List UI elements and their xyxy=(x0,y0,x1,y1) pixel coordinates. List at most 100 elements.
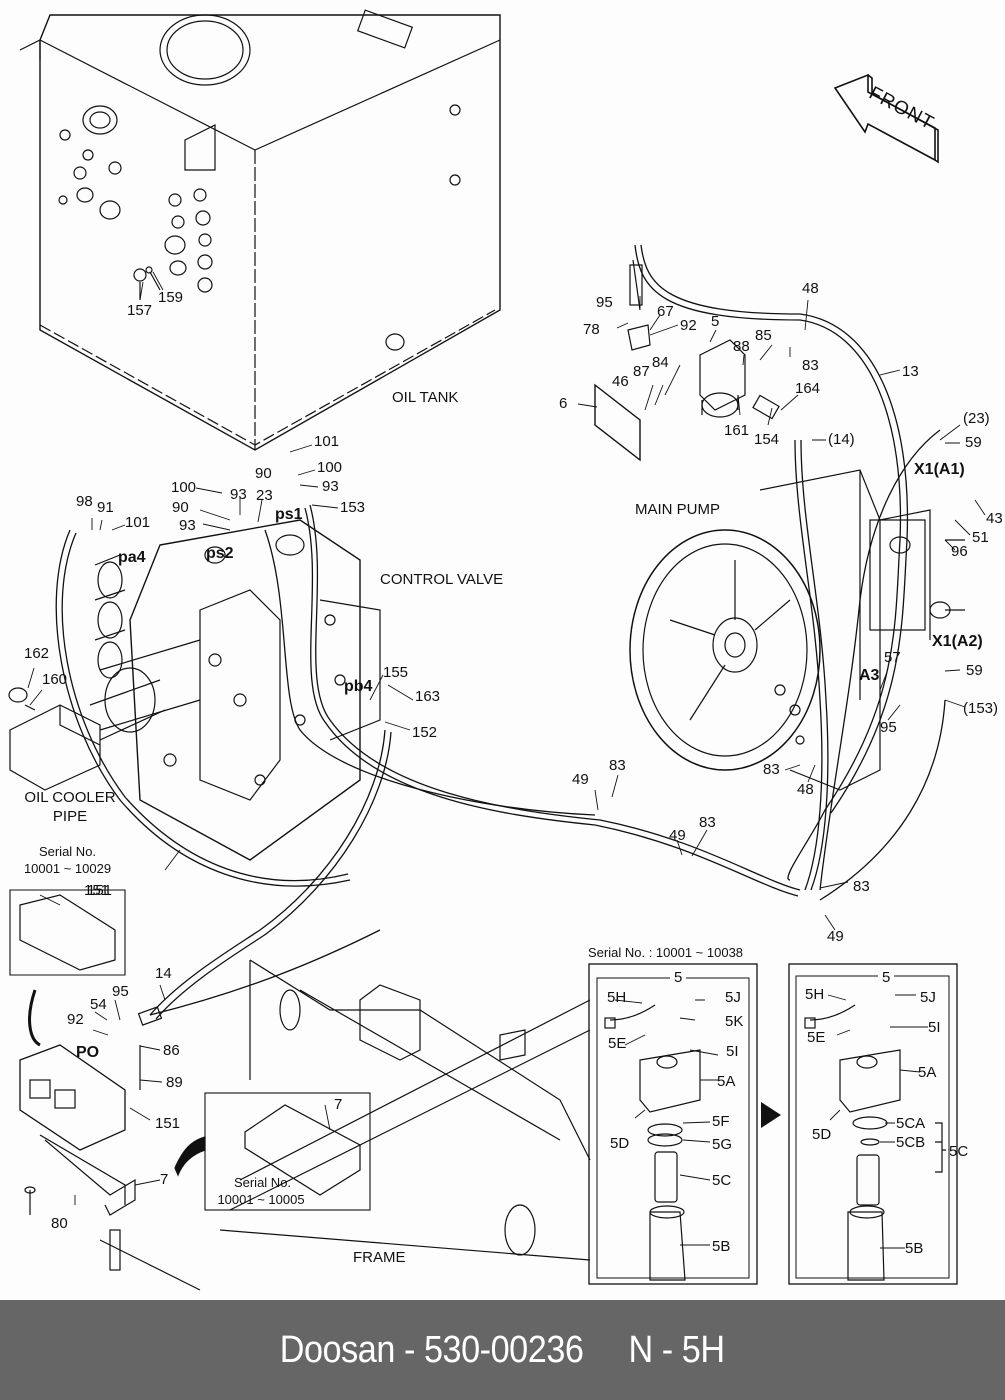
filter-old-part-5f: 5F xyxy=(712,1113,730,1130)
filter-old-parts-drawing xyxy=(604,1004,701,1281)
bracket-inset-callout: 7 xyxy=(334,1096,343,1113)
filter-new-part-5i: 5I xyxy=(928,1019,941,1036)
callout: 100 xyxy=(317,459,343,476)
inset-callout: 151 xyxy=(87,882,113,899)
filter-new-part-5ca: 5CA xyxy=(896,1115,926,1132)
oil-cooler-pipe-drawing xyxy=(8,679,166,791)
filter-old-part-5k: 5K xyxy=(725,1013,744,1030)
callout: 154 xyxy=(754,431,780,448)
callout: (14) xyxy=(828,431,855,448)
bracket-inset-serial-range: 10001 ~ 10005 xyxy=(217,1192,305,1207)
callout: 92 xyxy=(680,317,697,334)
callout: 100 xyxy=(171,479,197,496)
callout: 160 xyxy=(42,671,68,688)
filter-new-part-5d: 5D xyxy=(812,1126,832,1143)
port-x1-a1: X1(A1) xyxy=(914,461,965,478)
leader-lines xyxy=(27,271,986,1249)
callout: 5 xyxy=(711,313,720,330)
filter-new-part-5c: 5C xyxy=(949,1143,969,1160)
callout: (153) xyxy=(963,700,999,717)
callout: 78 xyxy=(583,321,600,338)
callout: 95 xyxy=(596,294,613,311)
callout: 83 xyxy=(802,357,819,374)
callout: 46 xyxy=(612,373,629,390)
control-valve-drawing xyxy=(94,519,381,861)
footer-part-number: 530-00236 xyxy=(424,1328,584,1371)
callout: 96 xyxy=(951,543,968,560)
callout: 86 xyxy=(163,1042,180,1059)
filter-old-part-5g: 5G xyxy=(712,1136,733,1153)
filter-old-part-5i: 5I xyxy=(726,1043,739,1060)
port-x1-a2: X1(A2) xyxy=(932,633,983,650)
port-ps1: ps1 xyxy=(275,506,303,523)
callout: 93 xyxy=(230,486,247,503)
filter-old-part-5h: 5H xyxy=(607,989,627,1006)
oil-tank-drawing xyxy=(19,9,501,451)
port-po: PO xyxy=(76,1044,100,1061)
oil-cooler-pipe-label-line2: PIPE xyxy=(52,808,88,825)
filter-old-part-5b: 5B xyxy=(712,1238,731,1255)
callout: 7 xyxy=(160,1171,169,1188)
callout: 80 xyxy=(51,1215,68,1232)
callout: 92 xyxy=(67,1011,84,1028)
callout: 83 xyxy=(853,878,870,895)
callout: 59 xyxy=(965,434,982,451)
callout: 163 xyxy=(415,688,441,705)
callout: 153 xyxy=(340,499,366,516)
footer-reference: N - 5H xyxy=(628,1328,726,1371)
callout: 48 xyxy=(797,781,814,798)
filter-old-part-5e: 5E xyxy=(608,1035,627,1052)
callout: 93 xyxy=(322,478,339,495)
callout: 159 xyxy=(158,289,184,306)
filter-inset-serial-heading: Serial No. : 10001 ~ 10038 xyxy=(588,945,744,960)
callout: 90 xyxy=(172,499,189,516)
part-footer-bar: Doosan - 530-00236 N - 5H xyxy=(0,1300,1005,1400)
callout: 57 xyxy=(884,649,901,666)
oil-cooler-pipe-label-line1: OIL COOLER xyxy=(24,789,116,806)
callout: 151 xyxy=(84,882,110,899)
callout: 67 xyxy=(657,303,674,320)
callout: 152 xyxy=(412,724,438,741)
callout: 83 xyxy=(763,761,780,778)
callout: 14 xyxy=(155,965,172,982)
bracket-inset-serial-label: Serial No. xyxy=(233,1175,292,1190)
callout: 164 xyxy=(795,380,821,397)
filter-old-part-5j: 5J xyxy=(725,989,741,1006)
callout: 101 xyxy=(314,433,340,450)
callout: 49 xyxy=(572,771,589,788)
filter-old-part-5d: 5D xyxy=(610,1135,630,1152)
filter-old-part-5c: 5C xyxy=(712,1172,732,1189)
filter-new-parts-drawing xyxy=(804,1004,946,1281)
callout: 83 xyxy=(609,757,626,774)
hose-lines xyxy=(55,244,946,1020)
callout: 59 xyxy=(966,662,983,679)
callout: 49 xyxy=(827,928,844,945)
footer-separator: - xyxy=(395,1328,425,1371)
manifold-drawing xyxy=(9,889,371,1216)
callout: 83 xyxy=(699,814,716,831)
frame-drawing xyxy=(24,959,591,1291)
filter-new-part-5b: 5B xyxy=(905,1240,924,1257)
port-ps2: ps2 xyxy=(206,545,234,562)
callout: 155 xyxy=(383,664,409,681)
footer-brand: Doosan xyxy=(280,1328,396,1371)
callout: 13 xyxy=(902,363,919,380)
callout: 151 xyxy=(155,1115,181,1132)
port-a3: A3 xyxy=(859,667,880,684)
filter-new-part-5a: 5A xyxy=(918,1064,937,1081)
filter-new-part-5j: 5J xyxy=(920,989,936,1006)
callout: 157 xyxy=(127,302,153,319)
inset-serial-label: Serial No. xyxy=(38,844,97,859)
callout: 48 xyxy=(802,280,819,297)
callout: 84 xyxy=(652,354,669,371)
oil-cooler-pipe-label: OIL COOLER PIPE xyxy=(18,790,122,824)
callout: 89 xyxy=(166,1074,183,1091)
callout: 85 xyxy=(755,327,772,344)
port-pa4: pa4 xyxy=(118,549,146,566)
callout: 87 xyxy=(633,363,650,380)
exploded-parts-diagram: OIL TANK CONTROL VALVE MAIN PUMP OIL COO… xyxy=(8,9,1003,1291)
front-arrow xyxy=(833,73,939,164)
filter-old-group: 5 xyxy=(670,970,687,985)
filter-new-part-5e: 5E xyxy=(807,1029,826,1046)
callout: 6 xyxy=(559,395,568,412)
